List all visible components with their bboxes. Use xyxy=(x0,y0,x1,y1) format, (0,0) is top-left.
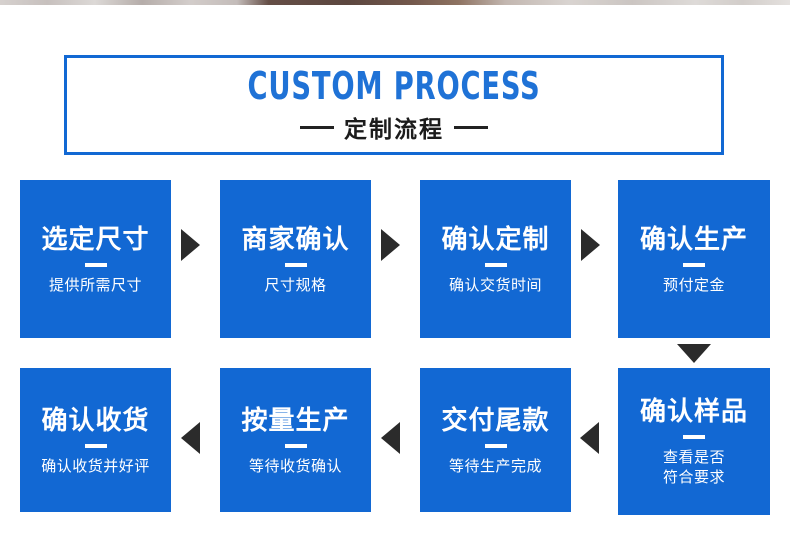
step-subtitle: 查看是否 符合要求 xyxy=(662,448,725,486)
dash-right-icon xyxy=(454,125,488,129)
arrow-step6-to-step7-icon xyxy=(381,422,400,454)
step-divider xyxy=(683,262,705,267)
page-title-english: CUSTOM PROCESS xyxy=(247,64,541,108)
arrow-step1-to-step2-icon xyxy=(181,229,200,261)
step-title: 选定尺寸 xyxy=(41,224,150,255)
step-box-7[interactable]: 按量生产 等待收货确认 xyxy=(220,368,371,512)
step-subtitle: 提供所需尺寸 xyxy=(48,275,142,294)
page-title-chinese: 定制流程 xyxy=(344,117,444,143)
step-title: 确认定制 xyxy=(441,224,550,255)
step-title: 交付尾款 xyxy=(441,405,550,436)
step-title: 确认收货 xyxy=(41,405,150,436)
step-box-2[interactable]: 商家确认 尺寸规格 xyxy=(220,180,371,338)
step-box-1[interactable]: 选定尺寸 提供所需尺寸 xyxy=(20,180,171,338)
step-box-3[interactable]: 确认定制 确认交货时间 xyxy=(420,180,571,338)
step-divider xyxy=(84,262,107,267)
page-header-box: CUSTOM PROCESS 定制流程 xyxy=(64,55,724,155)
step-box-4[interactable]: 确认生产 预付定金 xyxy=(618,180,770,338)
step-subtitle: 预付定金 xyxy=(662,275,725,294)
step-subtitle: 等待收货确认 xyxy=(248,456,342,475)
step-divider xyxy=(284,262,307,267)
step-title: 按量生产 xyxy=(241,405,350,436)
dash-left-icon xyxy=(300,125,334,129)
step-box-8[interactable]: 确认收货 确认收货并好评 xyxy=(20,368,171,512)
arrow-step3-to-step4-icon xyxy=(581,229,600,261)
step-divider xyxy=(683,435,705,439)
step-divider xyxy=(484,443,507,448)
top-image-strip xyxy=(0,0,790,5)
step-divider xyxy=(84,443,107,448)
arrow-step2-to-step3-icon xyxy=(381,229,400,261)
step-title: 商家确认 xyxy=(241,224,350,255)
step-title: 确认样品 xyxy=(639,397,748,427)
step-box-6[interactable]: 交付尾款 等待生产完成 xyxy=(420,368,571,512)
step-box-5[interactable]: 确认样品 查看是否 符合要求 xyxy=(618,368,770,515)
step-subtitle: 尺寸规格 xyxy=(264,275,327,294)
page-title-chinese-row: 定制流程 xyxy=(67,110,721,144)
step-divider xyxy=(284,443,307,448)
arrow-step7-to-step8-icon xyxy=(181,422,200,454)
step-divider xyxy=(484,262,507,267)
arrow-step4-to-step5-icon xyxy=(677,344,711,363)
step-title: 确认生产 xyxy=(639,224,748,255)
step-subtitle: 等待生产完成 xyxy=(448,456,542,475)
step-subtitle: 确认交货时间 xyxy=(448,275,542,294)
arrow-step5-to-step6-icon xyxy=(580,422,599,454)
step-subtitle: 确认收货并好评 xyxy=(41,456,150,475)
